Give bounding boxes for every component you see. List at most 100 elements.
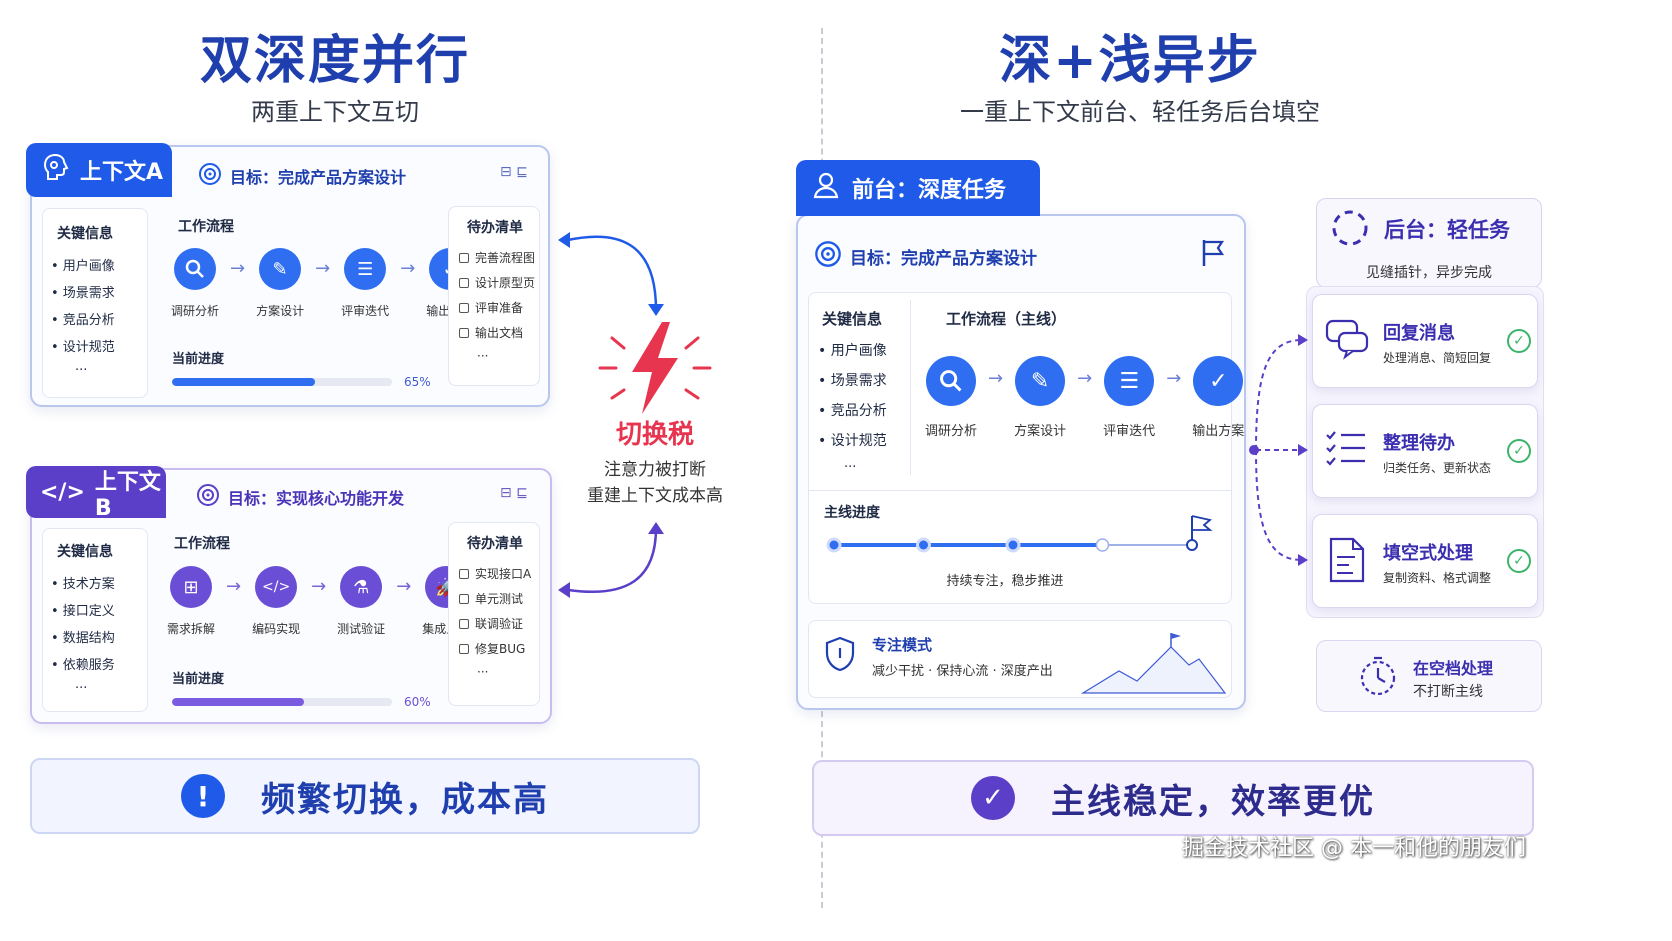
keyinfo-title: 关键信息 — [822, 310, 883, 328]
mainline-caption: 持续专注，稳步推进 — [946, 574, 1064, 589]
todo-more: ··· — [477, 665, 489, 679]
checkbox[interactable] — [459, 568, 469, 579]
context-a-goal: 目标：完成产品方案设计 — [198, 162, 406, 190]
todo-item[interactable]: 设计原型页 — [459, 274, 539, 291]
watermark: 掘金技术社区 @ 本一和他的朋友们 — [1182, 836, 1526, 861]
checkbox[interactable] — [459, 277, 469, 288]
target-icon — [814, 240, 842, 273]
switch-tax-title: 切换税 — [615, 420, 694, 450]
context-a-tab-label: 上下文A — [80, 160, 164, 185]
gap-title: 在空档处理 — [1413, 659, 1494, 678]
panel-separator — [808, 490, 1232, 491]
checkbox[interactable] — [459, 252, 469, 263]
right-subtitle: 一重上下文前台、轻任务后台填空 — [960, 98, 1320, 126]
switch-tax-line1: 注意力被打断 — [604, 460, 706, 480]
background-task-card[interactable]: 回复消息 处理消息、简短回复 ✓ — [1312, 294, 1538, 388]
step-label: 测试验证 — [337, 622, 386, 636]
keyinfo-more: ··· — [844, 460, 857, 475]
step-label: 评审迭代 — [1103, 424, 1156, 439]
search-icon — [174, 248, 216, 290]
todo-item[interactable]: 实现接口A — [459, 565, 539, 582]
arrow-right-icon: → — [1166, 368, 1182, 389]
checkbox[interactable] — [459, 643, 469, 654]
context-a-goal-text: 目标：完成产品方案设计 — [230, 168, 407, 187]
mainline-end-node — [1186, 539, 1198, 551]
context-b-todo-panel: 待办清单 实现接口A 单元测试 联调验证 修复BUG ··· — [448, 522, 540, 706]
background-task-card[interactable]: 填空式处理 复制资料、格式调整 ✓ — [1312, 514, 1538, 608]
progress-bar — [172, 378, 392, 386]
mainline-node — [826, 537, 842, 553]
step-label: 方案设计 — [1014, 424, 1067, 439]
context-b-goal-text: 目标：实现核心功能开发 — [228, 489, 405, 508]
foreground-keyinfo-list: • 用户画像 • 场景需求 • 竞品分析 • 设计规范 ··· — [818, 340, 887, 475]
code-icon: </> — [255, 566, 298, 608]
todo-item[interactable]: 修复BUG — [459, 640, 539, 657]
background-task-card[interactable]: 整理待办 归类任务、更新状态 ✓ — [1312, 404, 1538, 498]
keyinfo-item: • 用户画像 — [818, 343, 887, 359]
gap-processing-card: 在空档处理 不打断主线 — [1316, 640, 1542, 712]
mainline-node — [1005, 537, 1021, 553]
flag-icon — [1191, 515, 1213, 531]
flask-icon: ⚗ — [340, 566, 383, 608]
todo-item[interactable]: 单元测试 — [459, 590, 539, 607]
switch-tax-line2: 重建上下文成本高 — [587, 486, 723, 506]
clock-icon — [1357, 655, 1399, 701]
head-icon — [40, 152, 70, 188]
mainline-node — [1095, 538, 1110, 552]
context-b-workflow-title: 工作流程 — [174, 536, 230, 552]
context-b-keyinfo-panel: 关键信息 • 技术方案 • 接口定义 • 数据结构 • 依赖服务 ··· — [42, 528, 148, 712]
window-controls-icon[interactable]: ⊟ ⊑ — [500, 164, 528, 180]
pencil-icon: ✎ — [1015, 356, 1066, 406]
gap-desc: 不打断主线 — [1413, 684, 1483, 700]
foreground-goal: 目标：完成产品方案设计 — [814, 240, 1037, 273]
user-icon — [810, 169, 842, 207]
search-icon — [926, 356, 976, 406]
mainline-title: 主线进度 — [824, 505, 880, 521]
context-b-workflow: ⊞ 需求拆解 → </> 编码实现 → ⚗ 测试验证 → 🚀 集成上线 — [156, 566, 470, 637]
task-title: 回复消息 — [1383, 323, 1455, 344]
task-title: 填空式处理 — [1383, 543, 1473, 564]
background-subtitle: 见缝插针，异步完成 — [1366, 265, 1492, 281]
checkbox[interactable] — [459, 302, 469, 313]
left-subtitle: 两重上下文互切 — [251, 98, 419, 126]
background-title: 后台：轻任务 — [1384, 218, 1510, 242]
check-circle-icon: ✓ — [971, 776, 1015, 820]
todo-item[interactable]: 评审准备 — [459, 299, 539, 316]
foreground-workflow-title: 工作流程（主线） — [946, 310, 1067, 328]
context-a-tab: 上下文A — [26, 143, 172, 197]
keyinfo-item: • 依赖服务 — [51, 658, 115, 673]
todo-item[interactable]: 输出文档 — [459, 324, 539, 341]
mainline-node — [916, 537, 931, 553]
keyinfo-item: • 用户画像 — [51, 259, 115, 274]
context-b-tab-label: 上下文B — [94, 469, 161, 521]
focus-desc: 减少干扰 · 保持心流 · 深度产出 — [872, 664, 1053, 679]
step-label: 需求拆解 — [166, 622, 215, 636]
arrow-right-icon: → — [230, 258, 246, 279]
window-controls-icon[interactable]: ⊟ ⊑ — [500, 485, 528, 501]
todo-title: 待办清单 — [467, 536, 523, 552]
task-title: 整理待办 — [1383, 433, 1455, 454]
arrow-right-icon: → — [400, 258, 416, 279]
right-banner: ✓ 主线稳定，效率更优 — [812, 760, 1534, 836]
checkbox[interactable] — [459, 593, 469, 604]
left-title: 双深度并行 — [199, 31, 470, 91]
context-a-todo-panel: 待办清单 完善流程图 设计原型页 评审准备 输出文档 ··· — [448, 206, 540, 386]
checkbox[interactable] — [459, 327, 469, 338]
checkbox[interactable] — [459, 618, 469, 629]
step-label: 调研分析 — [924, 424, 977, 439]
lightning-icon — [590, 318, 720, 422]
keyinfo-item: • 场景需求 — [818, 373, 887, 389]
focus-mode-panel — [808, 620, 1232, 698]
todo-item[interactable]: 联调验证 — [459, 615, 539, 632]
foreground-tab-label: 前台：深度任务 — [852, 178, 1007, 203]
progress-percent: 60% — [404, 695, 431, 709]
keyinfo-item: • 竞品分析 — [51, 313, 115, 328]
mainline-progress — [826, 515, 1213, 553]
progress-fill — [172, 698, 304, 706]
alert-icon: ! — [181, 774, 225, 818]
foreground-workflow: 调研分析 → ✎ 方案设计 → ☰ 评审迭代 → ✓ 输出方案 — [916, 356, 1253, 439]
step-label: 编码实现 — [252, 622, 301, 636]
arrow-right-icon: → — [311, 576, 327, 597]
context-b-goal: 目标：实现核心功能开发 — [196, 483, 404, 511]
todo-item[interactable]: 完善流程图 — [459, 249, 539, 266]
